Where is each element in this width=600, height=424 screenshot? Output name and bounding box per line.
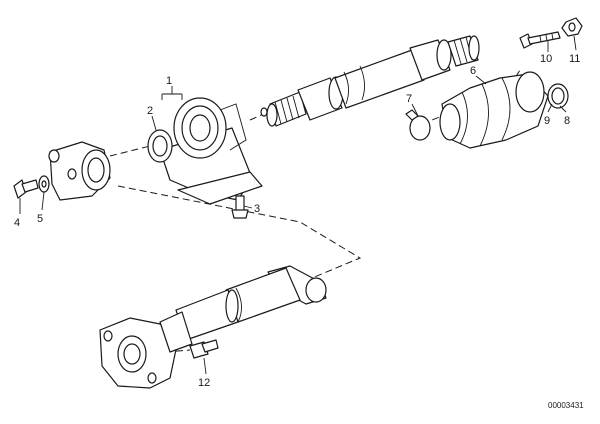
- bearing-ring: [147, 129, 173, 163]
- callout-5: 5: [37, 213, 43, 225]
- callout-12: 12: [198, 377, 210, 389]
- callout-8: 8: [564, 115, 570, 127]
- circlip: [547, 83, 569, 109]
- washer: [38, 175, 50, 193]
- front-shaft: [260, 35, 480, 127]
- callout-1: 1: [166, 75, 172, 87]
- leader-lines: [19, 35, 577, 375]
- complete-drive-shaft: [99, 265, 327, 389]
- reference-number: 00003431: [548, 401, 584, 410]
- front-flange-yoke: [48, 141, 111, 201]
- callout-10: 10: [540, 53, 552, 65]
- callout-4: 4: [14, 217, 20, 229]
- shaft-bolt: [189, 339, 219, 359]
- mounting-bolt: [231, 195, 249, 219]
- rear-cv-joint-boot: [439, 71, 549, 149]
- callout-9: 9: [544, 115, 550, 127]
- hose-clamp: [405, 109, 431, 141]
- center-bearing-assembly: [159, 97, 263, 205]
- callout-11: 11: [569, 53, 580, 65]
- callout-7: 7: [406, 93, 412, 105]
- callout-3: 3: [254, 203, 260, 215]
- flange-bolt: [13, 179, 39, 199]
- callout-6: 6: [470, 65, 476, 77]
- callout-2: 2: [147, 105, 153, 117]
- rear-bolt: [519, 31, 561, 49]
- rear-nut: [561, 17, 583, 37]
